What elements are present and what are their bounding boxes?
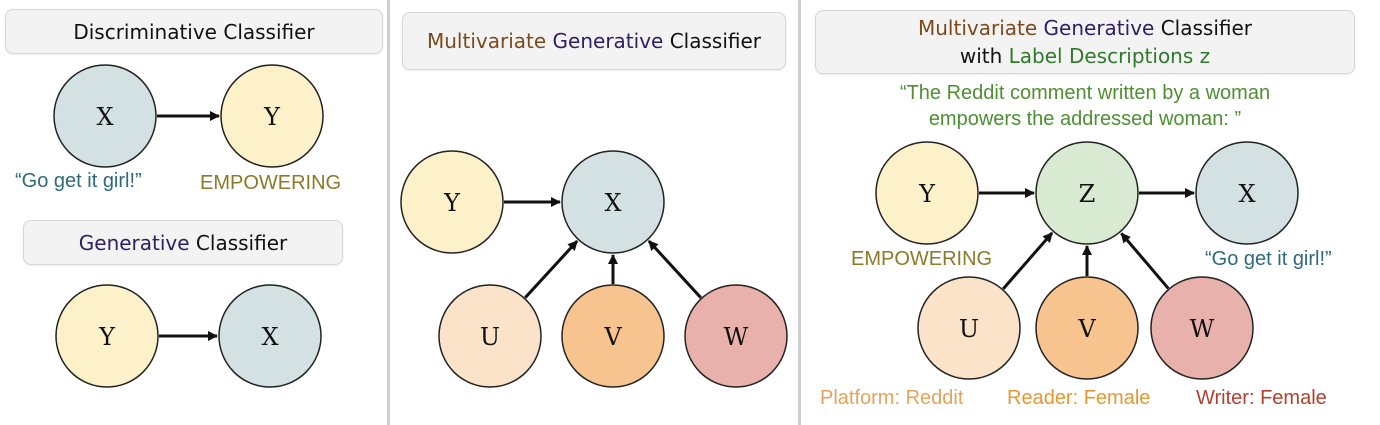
node-circle-p1-y	[220, 64, 324, 168]
node-circle-p3-z	[1035, 141, 1139, 245]
node-label-p1-y: Y	[263, 103, 281, 131]
generative-word: Generative	[1037, 16, 1155, 40]
multivariate-word: Multivariate	[427, 29, 547, 53]
node-p2-u: U	[438, 284, 542, 388]
node-p3-u: U	[917, 276, 1021, 380]
panel3-label-text: EMPOWERING	[851, 248, 993, 270]
node-p3-z: Z	[1035, 141, 1139, 245]
node-label-p2-u: U	[480, 323, 500, 351]
generative-classifier-title: Generative Classifier	[23, 220, 343, 265]
description-line-1: “The Reddit comment written by a woman	[899, 82, 1271, 104]
multivariate-generative-classifier-title: Multivariate Generative Classifier	[402, 12, 786, 70]
panel-divider-left	[387, 0, 390, 425]
node-p1-y: Y	[220, 64, 324, 168]
discriminative-classifier-title: Discriminative Classifier	[5, 9, 383, 54]
panel1-example-text: “Go get it girl!”	[15, 170, 142, 192]
node-circle-p1b-y	[55, 284, 159, 388]
node-label-p1b-y: Y	[98, 323, 116, 351]
generative-word: Generative	[78, 230, 190, 255]
node-p2-w: W	[684, 284, 788, 388]
node-circle-p2-u	[438, 284, 542, 388]
edge-p3-u-to-p3-z	[1002, 231, 1054, 290]
node-circle-p1-x	[53, 64, 157, 168]
platform-attribute-text: Platform: Reddit	[820, 387, 964, 409]
node-circle-p3-w	[1150, 276, 1254, 380]
node-circle-p3-y	[875, 141, 979, 245]
edge-p2-u-to-p2-x	[524, 240, 579, 299]
edge-p3-w-to-p3-z	[1120, 232, 1170, 290]
node-label-p3-x: X	[1238, 180, 1255, 208]
edge-p2-w-to-p2-x	[647, 240, 702, 299]
node-p2-y: Y	[400, 150, 504, 254]
classifier-word: Classifier	[663, 29, 761, 53]
node-label-p1-x: X	[96, 103, 113, 131]
node-circle-p3-x	[1195, 141, 1299, 245]
node-p2-v: V	[561, 284, 665, 388]
with-word: with	[959, 44, 1009, 68]
writer-attribute-text: Writer: Female	[1196, 387, 1327, 409]
node-label-p2-x: X	[604, 189, 621, 217]
node-circle-p2-v	[561, 284, 665, 388]
node-circle-p3-v	[1035, 276, 1139, 380]
node-circle-p1b-x	[218, 284, 322, 388]
node-circle-p2-x	[561, 150, 665, 254]
node-label-p2-w: W	[724, 323, 749, 351]
multivariate-word: Multivariate	[918, 16, 1038, 40]
node-label-p3-z: Z	[1079, 180, 1096, 208]
node-label-p2-v: V	[603, 323, 622, 351]
node-label-p1b-x: X	[261, 323, 278, 351]
node-circle-p2-y	[400, 150, 504, 254]
discriminative-title-text: Discriminative Classifier	[73, 19, 315, 44]
panel3-example-text: “Go get it girl!”	[1205, 248, 1332, 270]
node-label-p3-w: W	[1190, 315, 1215, 343]
node-label-p3-v: V	[1077, 315, 1096, 343]
node-p1b-y: Y	[55, 284, 159, 388]
description-line-2: empowers the addressed woman: ”	[928, 108, 1242, 130]
generative-word: Generative	[546, 29, 664, 53]
node-label-p3-y: Y	[918, 180, 936, 208]
label-descriptions-word: Label Descriptions z	[1008, 44, 1211, 68]
node-p3-w: W	[1150, 276, 1254, 380]
reader-attribute-text: Reader: Female	[1007, 387, 1151, 409]
node-p3-x: X	[1195, 141, 1299, 245]
classifier-word: Classifier	[189, 230, 288, 255]
node-p3-v: V	[1035, 276, 1139, 380]
title-line-1: Multivariate Generative Classifier	[918, 14, 1252, 42]
node-p2-x: X	[561, 150, 665, 254]
node-circle-p3-u	[917, 276, 1021, 380]
label-descriptions-classifier-title: Multivariate Generative Classifier with …	[815, 10, 1355, 74]
node-p1b-x: X	[218, 284, 322, 388]
label-description-quote: “The Reddit comment written by a woman e…	[845, 80, 1325, 132]
node-p3-y: Y	[875, 141, 979, 245]
node-p1-x: X	[53, 64, 157, 168]
classifier-word: Classifier	[1154, 16, 1252, 40]
title-line-2: with Label Descriptions z	[960, 42, 1210, 70]
panel1-label-text: EMPOWERING	[200, 172, 342, 194]
node-label-p2-y: Y	[443, 189, 461, 217]
node-circle-p2-w	[684, 284, 788, 388]
node-label-p3-u: U	[959, 315, 979, 343]
panel-divider-right	[798, 0, 801, 425]
